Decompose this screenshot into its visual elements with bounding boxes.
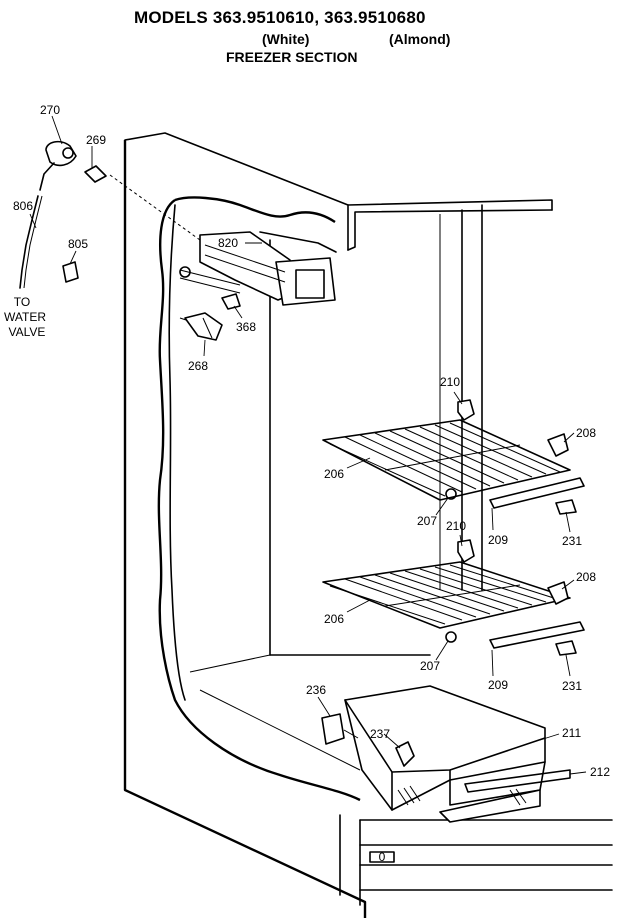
callout-820: 820: [218, 236, 238, 250]
callout-805: 805: [68, 237, 88, 251]
cabinet: 0: [123, 132, 613, 918]
callout-209-upper: 209: [488, 533, 508, 547]
callout-268: 268: [188, 359, 208, 373]
upper-shelf: [322, 399, 585, 515]
callout-210-upper: 210: [440, 375, 460, 389]
water-note-line-3: VALVE: [9, 325, 46, 339]
callout-209-lower: 209: [488, 678, 508, 692]
callout-208-upper: 208: [576, 426, 596, 440]
leader-lines: [29, 115, 587, 775]
callout-236: 236: [306, 683, 326, 697]
callout-206-upper: 206: [324, 467, 344, 481]
water-note-line-1: TO: [14, 295, 30, 309]
callout-269: 269: [86, 133, 106, 147]
callout-208-lower: 208: [576, 570, 596, 584]
section-title: FREEZER SECTION: [226, 49, 358, 65]
water-valve-note: TO WATER VALVE: [4, 295, 46, 339]
ice-maker-assembly: [109, 174, 337, 341]
cutaway-outline: [157, 196, 361, 802]
callout-210-lower: 210: [446, 519, 466, 533]
water-fittings: [19, 140, 107, 289]
part-callouts: 270 269 806 805 820 368 268 210 208 206 …: [13, 103, 610, 779]
callout-207-upper: 207: [417, 514, 437, 528]
diagram-title: MODELS 363.9510610, 363.9510680: [134, 8, 426, 27]
callout-368: 368: [236, 320, 256, 334]
callout-806: 806: [13, 199, 33, 213]
variant-almond-label: (Almond): [389, 31, 451, 47]
callout-211: 211: [562, 726, 581, 740]
callout-231-upper: 231: [562, 534, 582, 548]
variant-white-label: (White): [262, 31, 310, 47]
svg-text:0: 0: [379, 850, 386, 864]
callout-270: 270: [40, 103, 60, 117]
ice-bucket: [321, 685, 571, 823]
lower-shelf: [322, 539, 585, 656]
callout-207-lower: 207: [420, 659, 440, 673]
callout-231-lower: 231: [562, 679, 582, 693]
callout-206-lower: 206: [324, 612, 344, 626]
callout-237: 237: [370, 727, 390, 741]
callout-212: 212: [590, 765, 610, 779]
water-note-line-2: WATER: [4, 310, 46, 324]
